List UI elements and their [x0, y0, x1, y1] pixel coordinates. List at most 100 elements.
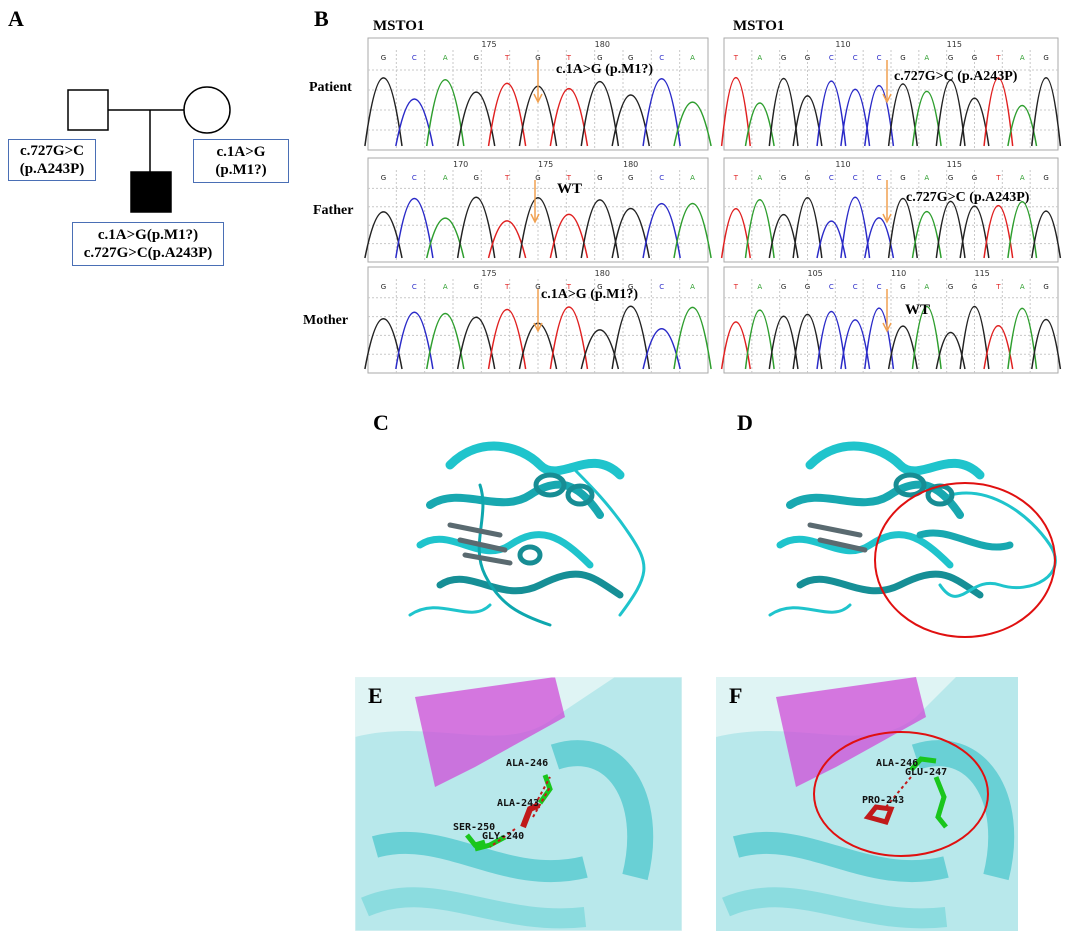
gene-title-left: MSTO1: [373, 18, 425, 34]
svg-text:175: 175: [481, 40, 496, 49]
svg-text:110: 110: [835, 160, 850, 169]
svg-text:G: G: [628, 283, 633, 291]
highlight-circle-d: [874, 482, 1056, 638]
svg-text:G: G: [381, 283, 386, 291]
svg-text:G: G: [805, 283, 810, 291]
residue-e-ala246: ALA-246: [506, 758, 549, 769]
father-genotype-line1: c.727G>C: [20, 143, 84, 159]
svg-text:G: G: [597, 174, 602, 182]
svg-text:A: A: [924, 283, 929, 291]
svg-text:C: C: [829, 174, 834, 182]
svg-text:G: G: [948, 54, 953, 62]
svg-text:G: G: [900, 174, 905, 182]
svg-text:180: 180: [623, 160, 638, 169]
residue-e-gly240: GLY-240: [482, 831, 525, 842]
svg-text:C: C: [829, 283, 834, 291]
svg-text:C: C: [659, 283, 664, 291]
svg-text:G: G: [473, 174, 478, 182]
svg-text:C: C: [412, 283, 417, 291]
residue-f-pro243: PRO-243: [862, 795, 905, 806]
svg-text:G: G: [535, 174, 540, 182]
residue-f-glu247: GLU-247: [905, 767, 948, 778]
svg-text:A: A: [443, 174, 448, 182]
svg-text:A: A: [924, 54, 929, 62]
svg-text:T: T: [995, 283, 1001, 291]
svg-text:A: A: [1020, 54, 1025, 62]
mother-genotype-line2: (p.M1?): [215, 162, 267, 178]
svg-text:175: 175: [481, 269, 496, 278]
highlight-circle-f: [813, 731, 989, 857]
protein-structure-wildtype: [408, 441, 646, 627]
father-genotype-line2: (p.A243P): [19, 161, 85, 177]
mother-genotype-line1: c.1A>G: [216, 144, 266, 160]
row-label-patient: Patient: [309, 80, 352, 95]
svg-text:G: G: [1043, 283, 1048, 291]
svg-text:G: G: [381, 54, 386, 62]
panel-letter-c: C: [373, 410, 389, 435]
svg-text:T: T: [504, 283, 510, 291]
residue-f-ala246: ALA-246: [876, 758, 919, 769]
panel-letter-f: F: [729, 683, 743, 708]
svg-text:G: G: [781, 54, 786, 62]
svg-text:T: T: [995, 54, 1001, 62]
annotation-patient-left: c.1A>G (p.M1?): [556, 62, 654, 77]
protein-structure-mutant: [768, 441, 1057, 638]
svg-text:T: T: [733, 54, 739, 62]
svg-text:C: C: [853, 174, 858, 182]
svg-text:115: 115: [947, 40, 962, 49]
residue-closeup-e: [355, 677, 682, 931]
svg-text:G: G: [628, 54, 633, 62]
svg-text:G: G: [972, 54, 977, 62]
annotation-patient-right: c.727G>C (p.A243P): [894, 69, 1018, 84]
svg-text:C: C: [659, 54, 664, 62]
svg-text:A: A: [1020, 283, 1025, 291]
svg-text:A: A: [690, 283, 695, 291]
row-label-mother: Mother: [303, 313, 349, 328]
proband-genotype-line2: c.727G>C(p.A243P): [83, 245, 213, 261]
svg-text:G: G: [972, 174, 977, 182]
annotation-father-right: c.727G>C (p.A243P): [906, 190, 1030, 205]
svg-text:105: 105: [808, 269, 823, 278]
svg-text:C: C: [877, 283, 882, 291]
svg-text:T: T: [566, 54, 572, 62]
svg-text:G: G: [597, 54, 602, 62]
gene-title-right: MSTO1: [733, 18, 785, 34]
residue-closeup-f: [716, 677, 1018, 931]
svg-text:C: C: [829, 54, 834, 62]
svg-text:A: A: [690, 54, 695, 62]
svg-text:A: A: [1020, 174, 1025, 182]
residue-e-ala243: ALA-243: [497, 798, 540, 809]
svg-text:T: T: [504, 174, 510, 182]
residue-e-ser250: SER-250: [453, 822, 496, 833]
svg-text:C: C: [877, 54, 882, 62]
svg-text:T: T: [733, 174, 739, 182]
svg-text:T: T: [995, 174, 1001, 182]
pedigree-chart: [67, 86, 231, 213]
svg-text:110: 110: [835, 40, 850, 49]
svg-text:A: A: [924, 174, 929, 182]
annotation-mother-right: WT: [905, 302, 931, 318]
panel-letter-a: A: [8, 6, 24, 31]
svg-text:A: A: [443, 283, 448, 291]
svg-text:T: T: [566, 174, 572, 182]
svg-text:C: C: [877, 174, 882, 182]
annotation-father-left: WT: [557, 181, 583, 197]
svg-text:T: T: [733, 283, 739, 291]
svg-text:G: G: [628, 174, 633, 182]
mother-genotype-box: c.1A>G (p.M1?): [193, 139, 289, 183]
svg-text:115: 115: [947, 160, 962, 169]
svg-text:T: T: [504, 54, 510, 62]
row-label-father: Father: [313, 203, 354, 218]
panel-letter-d: D: [737, 410, 753, 435]
svg-text:A: A: [443, 54, 448, 62]
svg-text:G: G: [948, 174, 953, 182]
svg-text:C: C: [853, 283, 858, 291]
panel-letter-b: B: [314, 6, 329, 31]
svg-text:G: G: [1043, 54, 1048, 62]
svg-text:G: G: [805, 54, 810, 62]
